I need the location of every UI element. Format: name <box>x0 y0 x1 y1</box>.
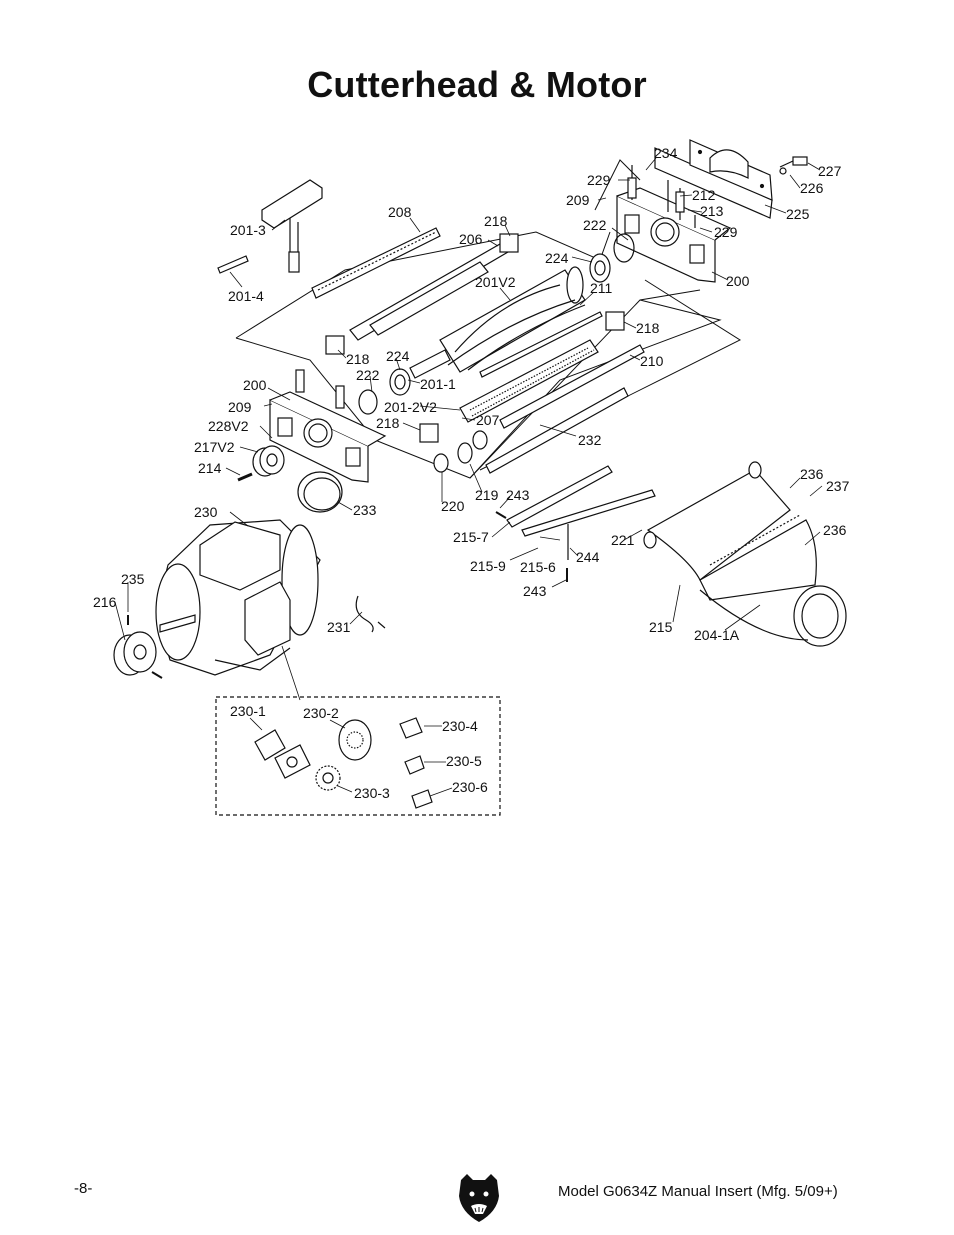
callout-label: 227 <box>818 163 842 179</box>
bolt-227 <box>779 156 808 175</box>
callout-label: 224 <box>545 250 569 266</box>
callout-label: 230-2 <box>303 705 339 721</box>
page-number: -8- <box>74 1180 93 1197</box>
callout-label: 232 <box>578 432 602 448</box>
snap-ring-222-upper <box>613 233 635 263</box>
callout-label: 236 <box>823 522 847 538</box>
callout-label: 218 <box>484 213 508 229</box>
callout-label: 221 <box>611 532 635 548</box>
pin-201-4 <box>217 255 249 274</box>
callout-label: 208 <box>388 204 412 220</box>
callout-label: 231 <box>327 619 351 635</box>
bear-head-logo <box>459 1174 499 1222</box>
plates-215 <box>506 465 656 560</box>
callout-label: 201-2V2 <box>384 399 437 415</box>
leader-lines <box>114 157 823 701</box>
callout-label: 201-1 <box>420 376 456 392</box>
bearing-block-right <box>616 165 732 283</box>
bearing-224-lower <box>389 368 411 396</box>
callout-label: 230-1 <box>230 703 266 719</box>
callout-label: 210 <box>640 353 664 369</box>
callout-label: 204-1A <box>694 627 740 643</box>
block-218-a <box>325 335 345 355</box>
callout-label: 218 <box>376 415 400 431</box>
callout-label: 211 <box>590 280 613 296</box>
plate-225 <box>654 139 773 219</box>
callout-label: 244 <box>576 549 600 565</box>
motor-pulley-216 <box>113 615 163 679</box>
callout-label: 217V2 <box>194 439 235 455</box>
callout-label: 222 <box>356 367 380 383</box>
callout-label: 218 <box>636 320 660 336</box>
callout-label: 230 <box>194 504 218 520</box>
callout-label: 220 <box>441 498 465 514</box>
bearing-224-upper <box>589 253 611 283</box>
callout-labels: 234 227 229 226 209 212 225 213 222 229 … <box>93 145 850 801</box>
callout-label: 209 <box>228 399 252 415</box>
callout-label: 209 <box>566 192 590 208</box>
cord-231 <box>355 595 386 633</box>
callout-label: 222 <box>583 217 607 233</box>
motor-230 <box>155 519 321 676</box>
callout-label: 219 <box>475 487 499 503</box>
callout-label: 243 <box>523 583 547 599</box>
bearing-block-left <box>269 369 387 483</box>
callout-label: 229 <box>587 172 611 188</box>
setting-bar-208 <box>311 227 441 299</box>
spiral-roller-201-2V2 <box>459 339 599 423</box>
callout-label: 215 <box>649 619 673 635</box>
callout-label: 212 <box>692 187 716 203</box>
callout-label: 218 <box>346 351 370 367</box>
callout-label: 201-4 <box>228 288 264 304</box>
callout-label: 229 <box>714 224 738 240</box>
t-wrench-201-3 <box>261 179 323 273</box>
block-218-b <box>605 311 625 331</box>
callout-label: 215-9 <box>470 558 506 574</box>
callout-label: 215-7 <box>453 529 489 545</box>
callout-label: 224 <box>386 348 410 364</box>
key-214 <box>237 472 253 482</box>
callout-label: 230-3 <box>354 785 390 801</box>
callout-label: 235 <box>121 571 145 587</box>
callout-label: 243 <box>506 487 530 503</box>
callout-label: 213 <box>700 203 724 219</box>
block-218-c <box>419 423 439 443</box>
callout-label: 234 <box>654 145 678 161</box>
rod-211 <box>479 311 603 378</box>
page-title: Cutterhead & Motor <box>307 64 647 105</box>
manual-reference: Model G0634Z Manual Insert (Mfg. 5/09+) <box>558 1183 838 1200</box>
snap-ring-222-lower <box>358 389 378 415</box>
callout-label: 206 <box>459 231 483 247</box>
callout-label: 230-6 <box>452 779 488 795</box>
belt-233 <box>297 471 343 513</box>
shaft-206 <box>349 233 519 341</box>
callout-label: 207 <box>476 412 500 428</box>
callout-label: 200 <box>243 377 267 393</box>
pulley-217V2 <box>252 445 285 477</box>
washers-220-219 <box>433 430 488 473</box>
callout-label: 215-6 <box>520 559 556 575</box>
callout-label: 230-4 <box>442 718 478 734</box>
callout-label: 233 <box>353 502 377 518</box>
screw-243-a <box>495 511 507 519</box>
motor-subparts <box>249 717 453 809</box>
rod-210 <box>499 344 645 429</box>
callout-label: 200 <box>726 273 750 289</box>
callout-label: 201V2 <box>475 274 516 290</box>
callout-label: 214 <box>198 460 222 476</box>
callout-label: 201-3 <box>230 222 266 238</box>
callout-label: 216 <box>93 594 117 610</box>
callout-label: 225 <box>786 206 810 222</box>
callout-label: 226 <box>800 180 824 196</box>
motor-parts-box <box>215 696 501 816</box>
callout-label: 237 <box>826 478 850 494</box>
callout-label: 228V2 <box>208 418 249 434</box>
callout-label: 236 <box>800 466 824 482</box>
callout-label: 230-5 <box>446 753 482 769</box>
dust-hood-204-1A <box>643 461 847 647</box>
